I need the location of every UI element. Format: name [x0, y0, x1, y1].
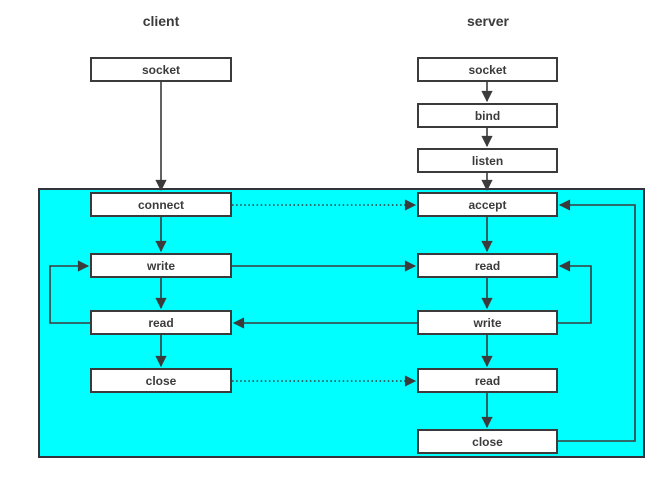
loop-client-read-to-write	[49, 260, 90, 324]
loop-server-close-to-accept	[558, 199, 636, 442]
node-server-close: close	[417, 429, 558, 454]
client-column-title: client	[142, 13, 180, 29]
node-server-read2: read	[417, 368, 558, 393]
node-client-socket: socket	[90, 57, 232, 82]
server-column-title: server	[466, 13, 510, 29]
node-client-write: write	[90, 253, 232, 278]
node-server-bind: bind	[417, 103, 558, 128]
node-server-socket: socket	[417, 57, 558, 82]
node-client-connect: connect	[90, 192, 232, 217]
node-server-write: write	[417, 310, 558, 335]
loop-server-write-to-read	[558, 260, 592, 324]
node-client-read: read	[90, 310, 232, 335]
node-server-read1: read	[417, 253, 558, 278]
node-server-accept: accept	[417, 192, 558, 217]
node-client-close: close	[90, 368, 232, 393]
node-server-listen: listen	[417, 148, 558, 173]
